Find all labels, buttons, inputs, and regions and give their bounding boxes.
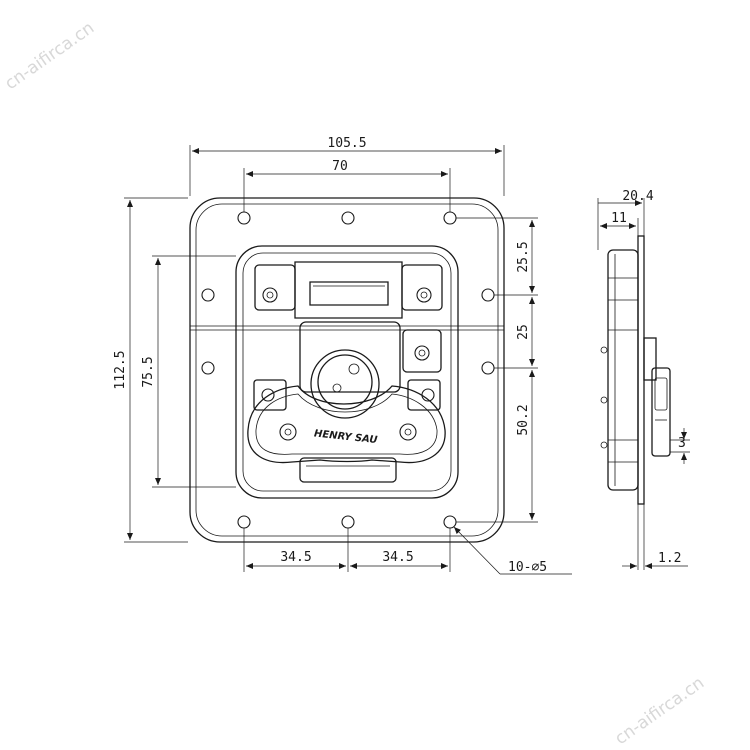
rivet: [262, 287, 278, 303]
side-tab-inner: [654, 377, 668, 411]
watermark-bottom-right: cn-aifirca.cn: [611, 673, 708, 749]
dim-hole-span: 70: [332, 159, 348, 174]
handle-rivet-right: [399, 423, 417, 441]
mount-hole: [341, 515, 355, 529]
spindle-pin: [348, 363, 360, 375]
rivet: [414, 345, 430, 361]
lower-right-boss: [407, 379, 441, 411]
butterfly-handle: [247, 385, 446, 464]
top-left-boss: [254, 264, 296, 311]
spindle-outer: [310, 349, 380, 419]
mount-hole: [443, 515, 457, 529]
dim-right-top: 25.5: [516, 241, 531, 272]
front-view: HENRY SAU: [189, 197, 505, 543]
top-right-boss: [401, 264, 443, 311]
handle-rivet-left: [279, 423, 297, 441]
side-body: [607, 249, 639, 491]
bottom-slot: [299, 457, 397, 483]
dim-side-plate: 1.2: [658, 551, 681, 566]
side-rivet: [600, 396, 608, 404]
mount-hole: [341, 211, 355, 225]
side-boss: [643, 337, 657, 381]
mid-right-boss: [402, 329, 442, 373]
handle-bridge: [294, 261, 403, 319]
mount-hole: [237, 211, 251, 225]
side-rivet: [600, 441, 608, 449]
rivet-center: [266, 291, 274, 299]
dim-side-depth: 20.4: [622, 189, 653, 204]
callout-leader: [453, 526, 501, 575]
dim-bottom-left: 34.5: [280, 550, 311, 565]
dimensions-front: 105.5 70 112.5 75.5 25.5 25 50.2 34.5: [113, 136, 572, 575]
side-plate: [637, 235, 645, 505]
mount-hole: [237, 515, 251, 529]
rivet: [416, 287, 432, 303]
dim-bottom-right: 34.5: [382, 550, 413, 565]
spindle-pin: [332, 383, 342, 393]
handle-rivet-right-center: [404, 428, 412, 436]
handle-grip: [309, 281, 389, 306]
butterfly-handle-inner: [255, 393, 438, 455]
outer-plate: [189, 197, 505, 543]
side-tab: [651, 367, 671, 457]
recess-dish-inner: [242, 252, 452, 492]
dim-side-inner: 11: [611, 211, 627, 226]
dimensions-side: 20.4 11 3 1.2: [597, 189, 690, 570]
outer-plate-edge: [195, 203, 499, 537]
side-view: [600, 235, 671, 505]
spindle-ring: [317, 354, 373, 410]
dim-side-tab: 3: [678, 436, 686, 451]
watermark-top-left: cn-aifirca.cn: [1, 18, 98, 94]
mount-hole: [201, 288, 215, 302]
dim-overall-width: 105.5: [327, 136, 366, 151]
handle-rivet-left-center: [284, 428, 292, 436]
mount-hole: [201, 361, 215, 375]
spindle-block: [299, 321, 401, 393]
dim-inner-height: 75.5: [141, 356, 156, 387]
dim-right-bottom: 50.2: [516, 404, 531, 435]
mount-hole: [443, 211, 457, 225]
dim-overall-height: 112.5: [113, 350, 128, 389]
hole-callout: 10-∅5: [508, 560, 547, 575]
recess-dish: [235, 245, 459, 499]
brand-logo: HENRY SAU: [313, 428, 377, 446]
mount-hole: [481, 361, 495, 375]
rivet-center: [420, 291, 428, 299]
dim-right-mid: 25: [516, 324, 531, 340]
lower-left-boss: [253, 379, 287, 411]
side-rivet: [600, 346, 608, 354]
rivet-center: [418, 349, 426, 357]
mount-hole: [481, 288, 495, 302]
